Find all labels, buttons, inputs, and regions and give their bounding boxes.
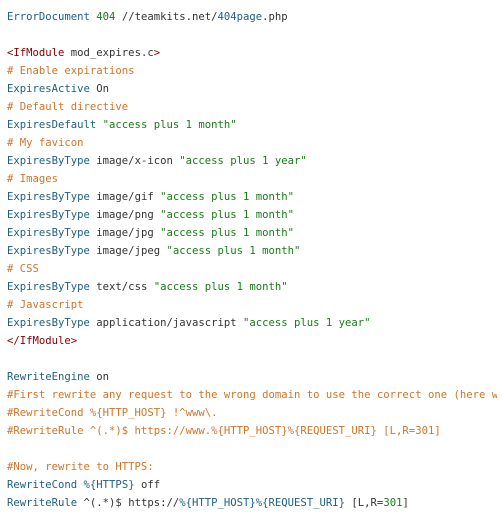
code-token-string: "access plus 1 month": [160, 191, 295, 203]
code-token-plain: //teamkits.net/: [115, 11, 218, 23]
code-line: ExpiresByType application/javascript "ac…: [7, 314, 497, 332]
code-line: ExpiresActive On: [7, 80, 497, 98]
code-line: [7, 350, 497, 368]
code-token-plain: ]: [402, 497, 409, 509]
code-token-directive: ExpiresByType: [7, 227, 97, 239]
code-line: #Now, rewrite to HTTPS:: [7, 458, 497, 476]
code-line: #First rewrite any request to the wrong …: [7, 386, 497, 404]
code-token-plain: application/javascript: [96, 317, 243, 329]
code-line: RewriteEngine on: [7, 368, 497, 386]
code-token-plain: .php: [262, 11, 288, 23]
code-token-directive: ExpiresByType: [7, 281, 97, 293]
code-token-directive: ExpiresActive: [7, 83, 97, 95]
code-token-number: 301: [383, 497, 403, 509]
code-line: #RewriteRule ^(.*)$ https://www.%{HTTP_H…: [7, 422, 497, 440]
code-line: # My favicon: [7, 134, 497, 152]
code-line: [7, 26, 497, 44]
code-token-directive: RewriteCond: [7, 479, 84, 491]
code-token-string: "access plus 1 month": [153, 281, 288, 293]
code-token-comment: #RewriteRule ^(.*)$ https://www.%{HTTP_H…: [7, 425, 441, 437]
code-line: # CSS: [7, 260, 497, 278]
code-line: ExpiresByType image/png "access plus 1 m…: [7, 206, 497, 224]
code-token-plain: image/jpg: [96, 227, 161, 239]
code-token-directive: ExpiresByType: [7, 317, 97, 329]
code-token-plain: On: [96, 83, 110, 95]
code-token-string: "access plus 1 month": [102, 119, 237, 131]
code-token-comment: #Now, rewrite to HTTPS:: [7, 461, 154, 473]
code-token-plain: image/jpeg: [96, 245, 167, 257]
code-token-plain: ^(.*)$ https://: [83, 497, 180, 509]
code-block: ErrorDocument 404 //teamkits.net/404page…: [7, 8, 497, 512]
code-token-comment: # Images: [7, 173, 59, 185]
code-token-tag: >: [153, 47, 161, 59]
code-line: ExpiresByType image/jpg "access plus 1 m…: [7, 224, 497, 242]
code-token-comment: # My favicon: [7, 137, 84, 149]
code-line: # Enable expirations: [7, 62, 497, 80]
code-line: ExpiresByType image/jpeg "access plus 1 …: [7, 242, 497, 260]
code-token-comment: # Default directive: [7, 101, 129, 113]
code-line: #RewriteCond %{HTTP_HOST} !^www\.: [7, 404, 497, 422]
code-token-directive: ErrorDocument: [7, 11, 97, 23]
code-token-string: "access plus 1 year": [243, 317, 371, 329]
code-line: ExpiresByType text/css "access plus 1 mo…: [7, 278, 497, 296]
code-token-comment: #RewriteCond %{HTTP_HOST} !^www\.: [7, 407, 218, 419]
code-token-number: 404: [96, 11, 116, 23]
code-line: [7, 440, 497, 458]
code-line: # Javascript: [7, 296, 497, 314]
code-line: RewriteRule ^(.*)$ https://%{HTTP_HOST}%…: [7, 494, 497, 512]
code-token-directive: ExpiresByType: [7, 155, 97, 167]
code-line: RewriteCond %{HTTPS} off: [7, 476, 497, 494]
code-token-plain: off: [134, 479, 161, 491]
code-line: # Default directive: [7, 98, 497, 116]
code-line: </IfModule>: [7, 332, 497, 350]
code-token-directive: RewriteEngine: [7, 371, 97, 383]
code-line: ExpiresByType image/x-icon "access plus …: [7, 152, 497, 170]
code-token-directive: ExpiresByType: [7, 191, 97, 203]
code-line: ExpiresByType image/gif "access plus 1 m…: [7, 188, 497, 206]
code-token-comment: # Javascript: [7, 299, 84, 311]
code-token-directive: 404page: [217, 11, 263, 23]
code-line: # Images: [7, 170, 497, 188]
code-token-directive: %{HTTP_HOST}%{REQUEST_URI}: [179, 497, 346, 509]
code-line: <IfModule mod_expires.c>: [7, 44, 497, 62]
code-token-directive: RewriteRule: [7, 497, 84, 509]
code-token-tag: <IfModule: [7, 47, 65, 59]
code-token-plain: [L,R=: [345, 497, 384, 509]
code-token-directive: ExpiresByType: [7, 245, 97, 257]
code-token-tag: </IfModule>: [7, 335, 78, 347]
code-token-plain: text/css: [96, 281, 154, 293]
code-token-directive: %{HTTPS}: [83, 479, 135, 491]
code-token-plain: on: [96, 371, 110, 383]
code-token-plain: image/png: [96, 209, 161, 221]
code-token-string: "access plus 1 month": [160, 209, 295, 221]
code-token-comment: # Enable expirations: [7, 65, 135, 77]
code-token-comment: #First rewrite any request to the wrong …: [7, 389, 497, 401]
code-token-string: "access plus 1 year": [179, 155, 307, 167]
code-token-plain: mod_expires.c: [64, 47, 154, 59]
code-token-string: "access plus 1 month": [166, 245, 301, 257]
code-token-plain: image/x-icon: [96, 155, 180, 167]
code-token-comment: # CSS: [7, 263, 39, 275]
code-token-string: "access plus 1 month": [160, 227, 295, 239]
code-token-directive: ExpiresByType: [7, 209, 97, 221]
code-token-directive: ExpiresDefault: [7, 119, 103, 131]
code-token-plain: image/gif: [96, 191, 161, 203]
code-line: ExpiresDefault "access plus 1 month": [7, 116, 497, 134]
code-line: ErrorDocument 404 //teamkits.net/404page…: [7, 8, 497, 26]
